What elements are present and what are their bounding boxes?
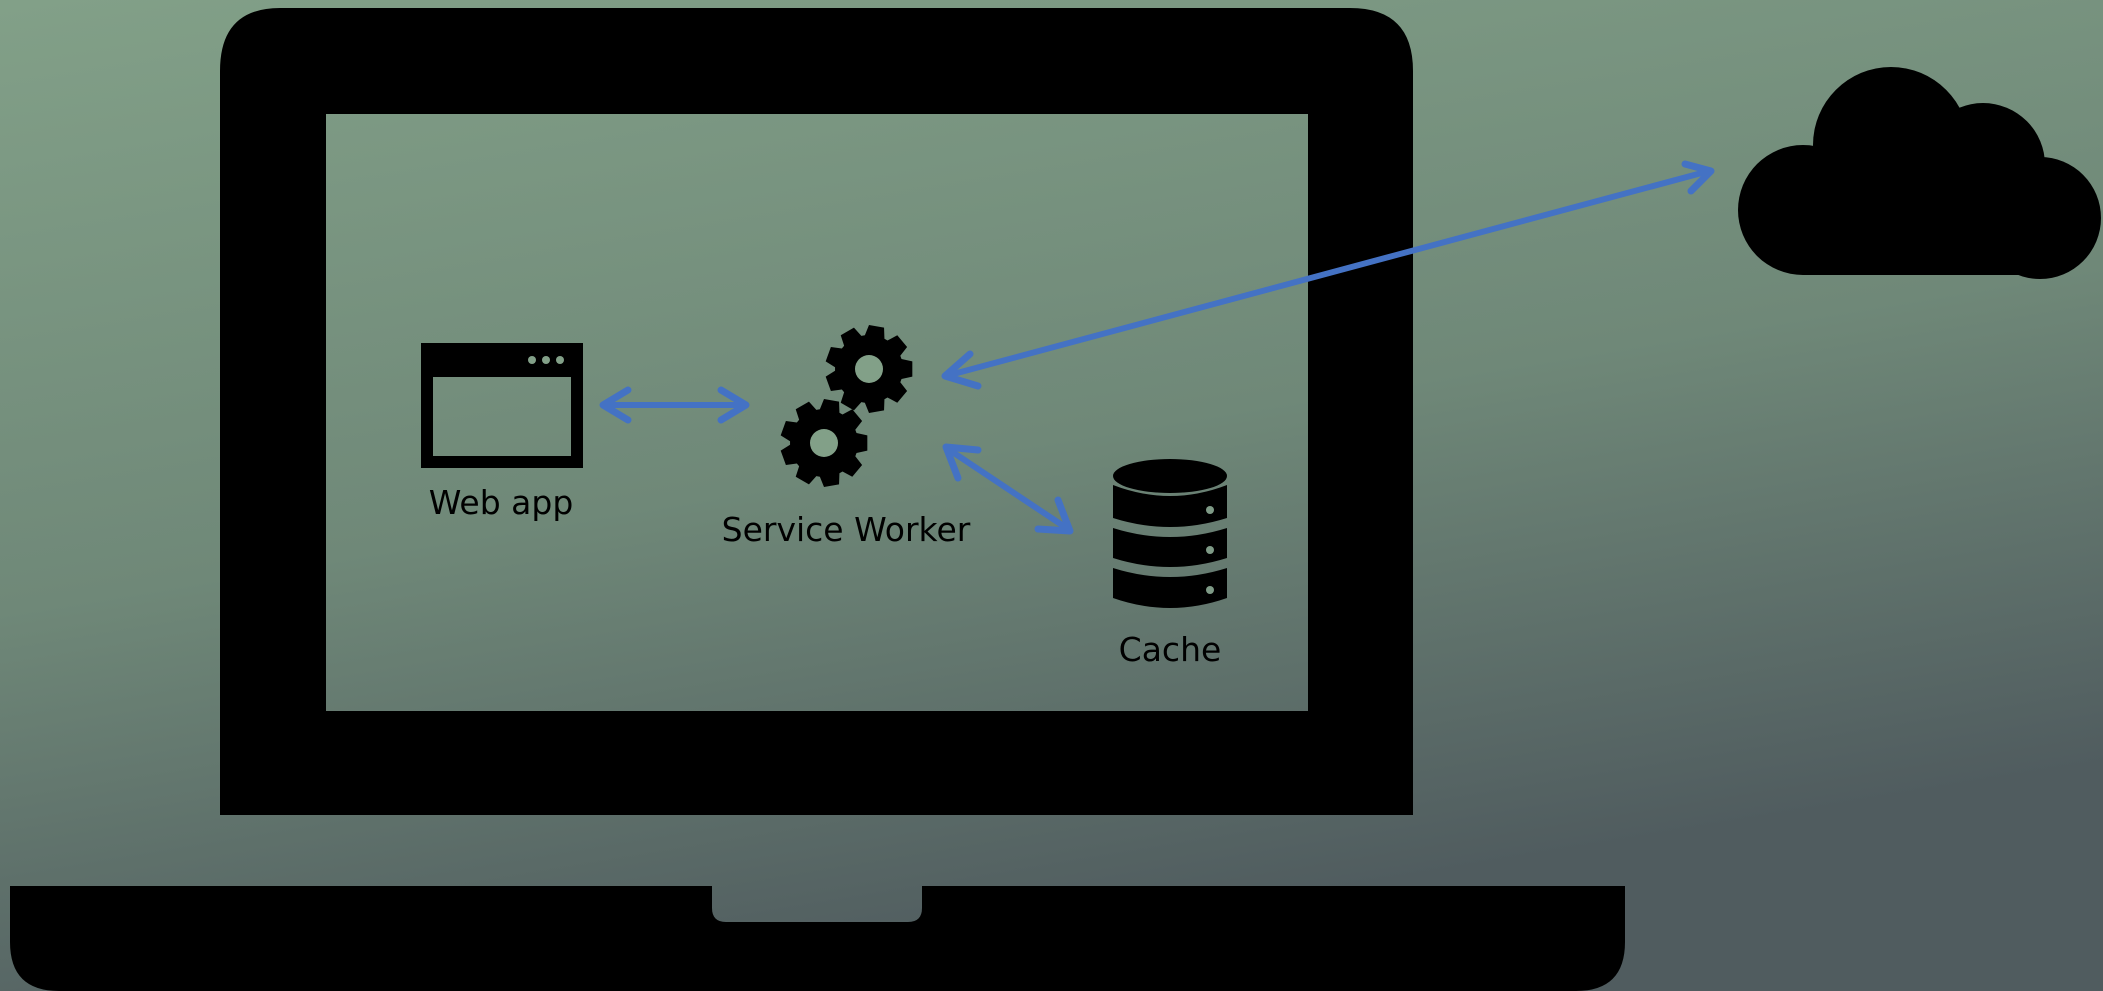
database-led-1 [1206, 506, 1214, 514]
gears-icon [780, 325, 913, 487]
database-top [1113, 459, 1227, 493]
arrow-serviceworker-cloud-line [943, 168, 1712, 379]
arrow-serviceworker-cache-head-bottom [1034, 496, 1074, 535]
gear-a-hole [855, 355, 883, 383]
arrow-serviceworker-cloud-head-right [1681, 160, 1715, 195]
cache-label: Cache [1119, 630, 1222, 669]
gear-b-hole [810, 429, 838, 457]
database-layer-2 [1113, 528, 1227, 567]
web-app-label: Web app [429, 483, 574, 522]
arrow-serviceworker-cache-head-top [942, 443, 982, 482]
arrow-webapp-serviceworker-head-right [717, 386, 750, 424]
arrow-serviceworker-cloud-head-left [941, 350, 982, 390]
gear-large-icon [825, 325, 913, 413]
laptop-base [10, 886, 1625, 991]
database-led-2 [1206, 546, 1214, 554]
arrow-serviceworker-cache [942, 443, 1074, 535]
browser-window-icon [421, 343, 583, 468]
service-worker-label: Service Worker [722, 510, 971, 549]
gear-small-icon [780, 399, 868, 487]
database-led-3 [1206, 586, 1214, 594]
database-icon [1113, 459, 1227, 608]
arrow-serviceworker-cloud [941, 160, 1715, 390]
browser-dot-1 [528, 356, 536, 364]
laptop-screen-bezel [220, 8, 1413, 815]
laptop-icon [10, 8, 1625, 991]
arrow-webapp-serviceworker [599, 386, 750, 424]
arrow-webapp-serviceworker-head-left [599, 386, 632, 424]
browser-window-frame [421, 343, 583, 468]
database-layer-1 [1113, 485, 1227, 527]
database-layer-3 [1113, 568, 1227, 608]
browser-dot-3 [556, 356, 564, 364]
browser-dot-2 [542, 356, 550, 364]
cloud-base [1803, 190, 2043, 275]
arrow-serviceworker-cache-line [945, 446, 1071, 532]
cloud-icon [1738, 67, 2101, 279]
